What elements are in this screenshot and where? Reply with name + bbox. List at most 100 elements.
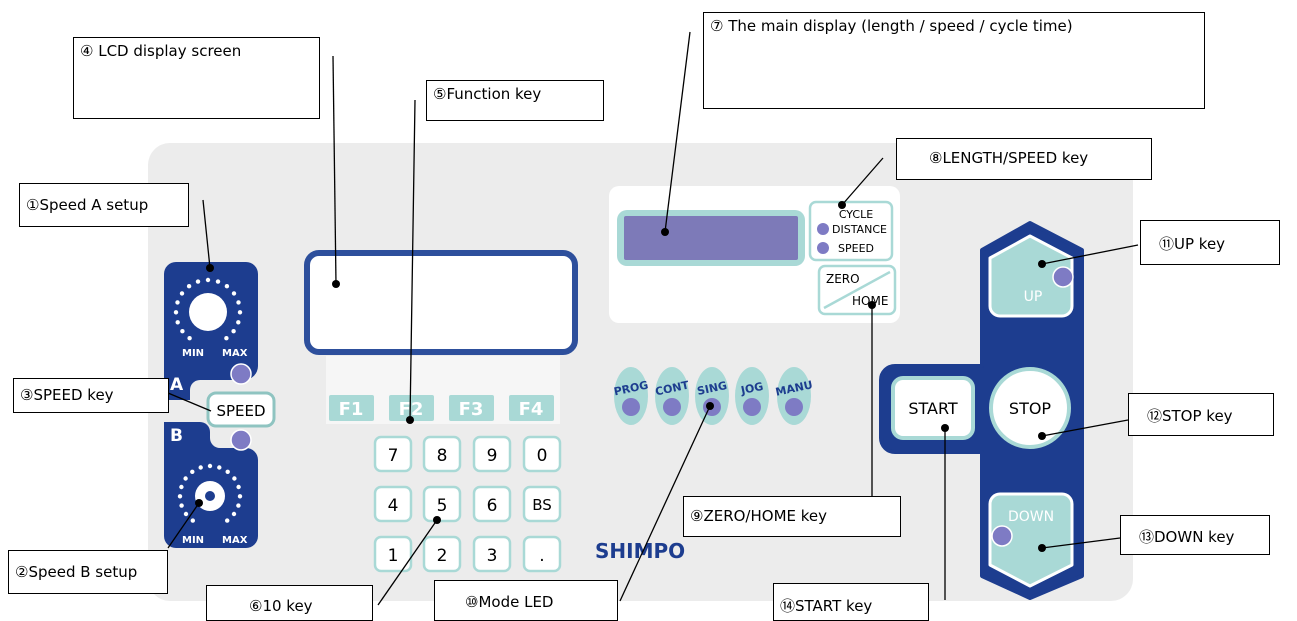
keypad-key-9-label: 9 [487,446,498,466]
down-key-label: DOWN [1008,509,1054,525]
length-speed-key[interactable]: CYCLE DISTANCE SPEED [808,200,894,262]
zero-home-key[interactable]: ZERO HOME [817,264,897,316]
keypad-key-4[interactable]: 4 [373,485,413,523]
callout-zero-home-key: ⑨ZERO/HOME key [683,496,901,537]
scale-dot [179,503,184,508]
speed-b-label: B [170,426,183,446]
speed-a-led [230,363,252,385]
keypad-key-7[interactable]: 7 [373,435,413,473]
callout-up-key: ⑪UP key [1140,220,1280,265]
scale-dot [183,511,189,517]
scale-dot [175,300,180,305]
mode-led-cont: CONT [654,367,691,425]
function-key-f1[interactable]: F1 [329,395,374,421]
keypad-key-8[interactable]: 8 [422,435,462,473]
scale-dot [236,503,241,508]
mode-speed-label: SPEED [838,242,874,255]
scale-dot [225,518,230,523]
function-key-f3-label: F3 [459,399,484,420]
mode-led-sing-label: SING [696,379,728,398]
keypad-key-dot[interactable]: . [522,535,562,573]
callout-length-speed-key-text: ⑧LENGTH/SPEED key [929,149,1089,167]
up-key[interactable]: UP [988,234,1074,318]
speed-a-knob[interactable] [189,293,227,331]
leader-function-key [409,99,416,421]
callout-speed-b-text: ②Speed B setup [15,563,138,581]
leader-lines [167,31,1139,606]
callout-down-key-text: ⑬DOWN key [1139,528,1235,546]
callout-function-key-text: ⑤Function key [433,85,542,103]
function-key-f4[interactable]: F4 [509,395,554,421]
leader-down-key [1041,537,1121,549]
leader-main-display [664,31,691,233]
main-display-screen [624,216,798,260]
shimpo-logo: SHIMPO [595,539,685,563]
speed-key[interactable]: SPEED [206,391,276,428]
keypad-key-4-label: 4 [388,496,399,516]
scale-dot [236,300,241,305]
speed-a-scale-dots [173,277,243,341]
speed-a-min-label: MIN [182,348,204,359]
keypad-key-0[interactable]: 0 [522,435,562,473]
lcd-display-screen [304,250,578,355]
down-key[interactable]: DOWN [988,492,1074,588]
scale-dot [205,277,211,283]
leader-speed-key [167,392,212,412]
scale-dot [224,284,230,289]
keypad-key-0-label: 0 [537,446,548,466]
keypad-key-7-label: 7 [388,446,399,466]
stop-key[interactable]: STOP [989,367,1071,449]
keypad: 7 8 9 0 4 5 6 BS 1 2 3 . [373,435,562,573]
function-key-f2[interactable]: F2 [389,395,434,421]
scale-dot [175,320,180,325]
scale-dot [173,310,179,315]
keypad-key-2-label: 2 [437,546,448,566]
keypad-key-dot-label: . [539,546,544,566]
keypad-key-1[interactable]: 1 [373,535,413,573]
scale-dot [179,484,184,490]
mode-distance-led [817,223,829,235]
mode-led-jog: JOG [735,367,769,425]
scale-dot [237,494,243,499]
mode-led-sing: SING [695,367,729,425]
scale-dot [215,279,221,284]
callout-mode-led: ⑩Mode LED [434,580,618,621]
keypad-key-9[interactable]: 9 [472,435,512,473]
keypad-key-bs-label: BS [532,496,552,514]
speed-b-max-label: MAX [222,535,248,546]
keypad-key-5[interactable]: 5 [422,485,462,523]
home-label: HOME [852,294,888,308]
callout-speed-a: ①Speed A setup [19,183,189,227]
callout-main-display-text: ⑦ The main display (length / speed / cyc… [710,17,1073,35]
function-key-f3[interactable]: F3 [449,395,494,421]
scale-dot [187,336,192,341]
speed-b-led [230,429,252,451]
keypad-key-2[interactable]: 2 [422,535,462,573]
speed-a-max-label: MAX [222,348,248,359]
callout-start-key-text: ⑭START key [780,597,873,615]
keypad-key-6[interactable]: 6 [472,485,512,523]
keypad-key-5-label: 5 [437,496,448,516]
keypad-key-bs[interactable]: BS [522,485,562,523]
callout-lcd-display: ④ LCD display screen [73,37,320,119]
stop-key-label: STOP [1009,399,1052,418]
callout-speed-a-text: ①Speed A setup [26,196,149,214]
callout-lcd-display-text: ④ LCD display screen [80,42,242,60]
leader-speed-b [167,502,200,549]
keypad-key-3[interactable]: 3 [472,535,512,573]
leader-10-key [377,519,438,606]
leader-up-key [1041,244,1139,265]
leader-speed-a [202,199,211,269]
callout-main-display: ⑦ The main display (length / speed / cyc… [703,12,1205,109]
scale-dot [177,494,183,499]
callout-10-key-text: ⑥10 key [249,597,313,615]
start-key[interactable]: START [891,376,975,440]
speed-key-label: SPEED [216,402,265,420]
mode-led-group: PROG CONT SING JOG MANU [613,367,814,425]
zero-label: ZERO [826,272,860,286]
start-key-label: START [908,399,958,418]
speed-b-scale-dots [177,463,243,523]
down-key-led [991,525,1013,547]
